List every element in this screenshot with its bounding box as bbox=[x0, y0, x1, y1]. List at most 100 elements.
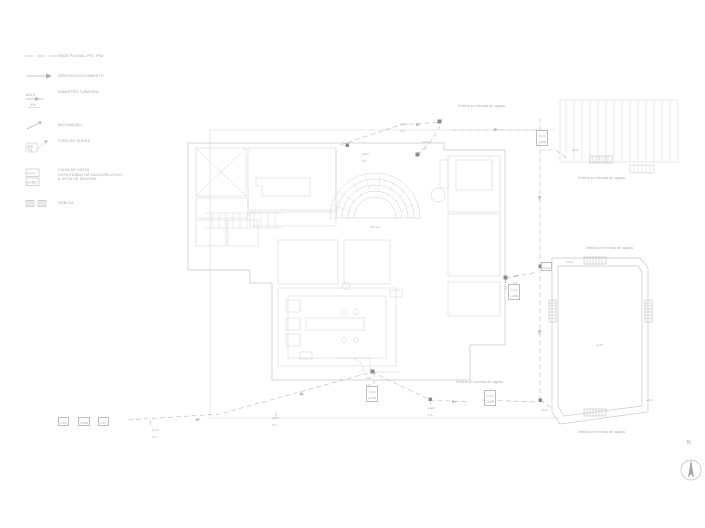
pipe-tag-a: ø110 1% bbox=[400, 120, 407, 134]
rooms-lower bbox=[277, 239, 403, 373]
manhole-name: C.V.5 bbox=[543, 265, 550, 270]
pipe-tag-h: ø110 1% bbox=[152, 426, 159, 440]
flow-direction-arrows bbox=[196, 123, 542, 422]
pool-surround-strip bbox=[629, 164, 655, 174]
pipe-tag-l: ø110 bbox=[572, 146, 579, 153]
svg-text:(-0,60): (-0,60) bbox=[27, 180, 36, 184]
site-boundary bbox=[209, 129, 560, 419]
semicircular-terrace bbox=[329, 172, 421, 219]
pipe-tag-j: ø110 bbox=[646, 396, 653, 403]
house-outline bbox=[187, 142, 506, 381]
pipe-diameter: ø110 bbox=[272, 416, 280, 421]
manhole-label-cv7: (-0,80) bbox=[78, 417, 91, 427]
pipe-diameter: ø110 bbox=[152, 428, 160, 433]
legend: REDE PLUVIAL PVC PN4 SENTIDO ESCOAMENTO … bbox=[24, 50, 184, 217]
manhole-label-cv6: C.V.6 bbox=[58, 417, 69, 427]
terrace-label: Terraço bbox=[370, 225, 381, 229]
legend-label: DIÂMETRO TUBAGEM bbox=[58, 90, 99, 94]
pipe-slope: 1% bbox=[152, 435, 157, 440]
pipe-slope: 1% bbox=[362, 159, 367, 164]
pipe-tag-g: ø110 1% bbox=[272, 414, 279, 428]
pipe-slope: 1% bbox=[513, 281, 518, 285]
downpipe-icon: ø90 T.Q. bbox=[24, 139, 58, 161]
grate-pool-left bbox=[548, 299, 557, 323]
manhole-label-cv5: C.V.5 bbox=[541, 262, 552, 272]
diameter-slope-icon: ø110 1% bbox=[24, 90, 58, 112]
pool-pipe-label: ø110 bbox=[596, 343, 604, 347]
north-arrow: N bbox=[678, 440, 704, 492]
pipe-diameter: ø110 bbox=[572, 148, 580, 153]
pipe-slope: 1% bbox=[272, 423, 277, 428]
legend-label: CAIXA DE VISITA COTA FUNDO DA CAIXA RELA… bbox=[58, 168, 123, 182]
manhole-label-cv1: C.V.1 (-0,60) bbox=[536, 130, 549, 146]
slope-mark-icon bbox=[24, 119, 58, 132]
manhole-label-cv3: C.V.3 (-0,70) bbox=[484, 390, 497, 406]
pipe-diameter: ø110 bbox=[566, 260, 574, 265]
pipe-slope: 1% bbox=[428, 413, 433, 418]
rooms-upper bbox=[195, 147, 337, 247]
legend-item-sentido-escoamento: SENTIDO ESCOAMENTO bbox=[24, 70, 184, 83]
room-garage-void bbox=[195, 147, 247, 197]
svg-text:1%: 1% bbox=[30, 102, 36, 107]
pipe-diameter: ø110 bbox=[422, 140, 430, 145]
svg-text:T.Q.: T.Q. bbox=[27, 148, 33, 152]
note-grelha-top: Grelha p/ recolha de águas bbox=[458, 104, 506, 108]
note-grelha-pool-top: Grelha p/ recolha de águas bbox=[586, 246, 634, 250]
manhole-nodes bbox=[345, 119, 542, 402]
pipe-diameter: ø110 bbox=[541, 408, 549, 413]
grate-pool-bottom bbox=[583, 408, 607, 417]
pipe-tag-k: ø110 bbox=[541, 406, 548, 413]
manhole-cota: (-0,80) bbox=[80, 420, 89, 425]
manhole-name: C.V.6 bbox=[60, 420, 67, 425]
manhole-name: C.V.1 bbox=[538, 133, 546, 138]
manhole-cota: (-0,60) bbox=[510, 294, 519, 299]
pipe-tag-i: ø110 bbox=[566, 258, 573, 265]
manhole-name: C.V.4 bbox=[368, 389, 376, 394]
dashed-line-icon bbox=[24, 50, 58, 63]
manhole-box-icon: C.V.1 (-0,60) bbox=[24, 168, 58, 190]
manhole-cota: (-0,70) bbox=[486, 400, 495, 405]
pipe-slope: 1% bbox=[366, 383, 371, 387]
legend-label: INCLINAÇÃO bbox=[58, 123, 82, 127]
manhole-name: C.V.7 bbox=[100, 420, 107, 425]
legend-item-rede-pluvial: REDE PLUVIAL PVC PN4 bbox=[24, 50, 184, 63]
legend-label: TUBO DE QUEDA bbox=[58, 139, 91, 143]
pipe-diameter: ø90 bbox=[366, 376, 372, 381]
svg-text:ø90: ø90 bbox=[27, 145, 33, 149]
grate-icon bbox=[24, 197, 58, 210]
manhole-name: C.V.2 bbox=[510, 287, 518, 292]
manhole-name: C.V.3 bbox=[486, 393, 494, 398]
pipe-diameter: ø110 bbox=[428, 406, 436, 411]
pipe-tag-f: ø110 1% bbox=[428, 404, 435, 418]
manhole-label-cv8: C.V.7 bbox=[98, 417, 109, 427]
north-arrow-graphic bbox=[680, 459, 702, 481]
pipe-tag-b: ø110 1% bbox=[362, 150, 369, 164]
north-label: N bbox=[687, 440, 691, 446]
note-grelha-pool-bottom: Grelha p/ recolha de águas bbox=[578, 430, 626, 434]
legend-item-tubo-de-queda: ø90 T.Q. TUBO DE QUEDA bbox=[24, 139, 184, 161]
rooms-right bbox=[430, 155, 501, 317]
swimming-pool bbox=[551, 257, 649, 425]
pipe-slope: 1% bbox=[422, 147, 427, 152]
pipe-diameter: ø110 bbox=[646, 398, 654, 403]
legend-label: GRELHA bbox=[58, 201, 74, 205]
pipe-tag-c: ø110 1% bbox=[422, 138, 429, 152]
pipe-diameter: ø110 bbox=[362, 152, 370, 157]
grate-pool-right bbox=[644, 299, 653, 323]
legend-item-inclinacao: INCLINAÇÃO bbox=[24, 119, 184, 132]
flow-arrow-icon bbox=[24, 70, 58, 83]
pipe-diameter: ø90 bbox=[513, 274, 519, 279]
manhole-cota: (-0,70) bbox=[368, 396, 377, 401]
pipe-slope: 1% bbox=[400, 129, 405, 134]
pergola-deck bbox=[559, 99, 679, 163]
pipe-diameter: ø110 bbox=[400, 122, 408, 127]
legend-item-caixa-de-visita: C.V.1 (-0,60) CAIXA DE VISITA COTA FUNDO… bbox=[24, 168, 184, 190]
legend-label: REDE PLUVIAL PVC PN4 bbox=[58, 54, 104, 58]
legend-item-diametro-tubagem: ø110 1% DIÂMETRO TUBAGEM bbox=[24, 90, 184, 112]
pipe-tag-d: ø90 1% bbox=[513, 272, 518, 286]
pipe-tag-e: ø90 1% bbox=[366, 374, 371, 388]
legend-item-grelha: GRELHA bbox=[24, 197, 184, 210]
svg-text:ø110: ø110 bbox=[26, 92, 36, 97]
manhole-cota: (-0,60) bbox=[538, 140, 547, 145]
